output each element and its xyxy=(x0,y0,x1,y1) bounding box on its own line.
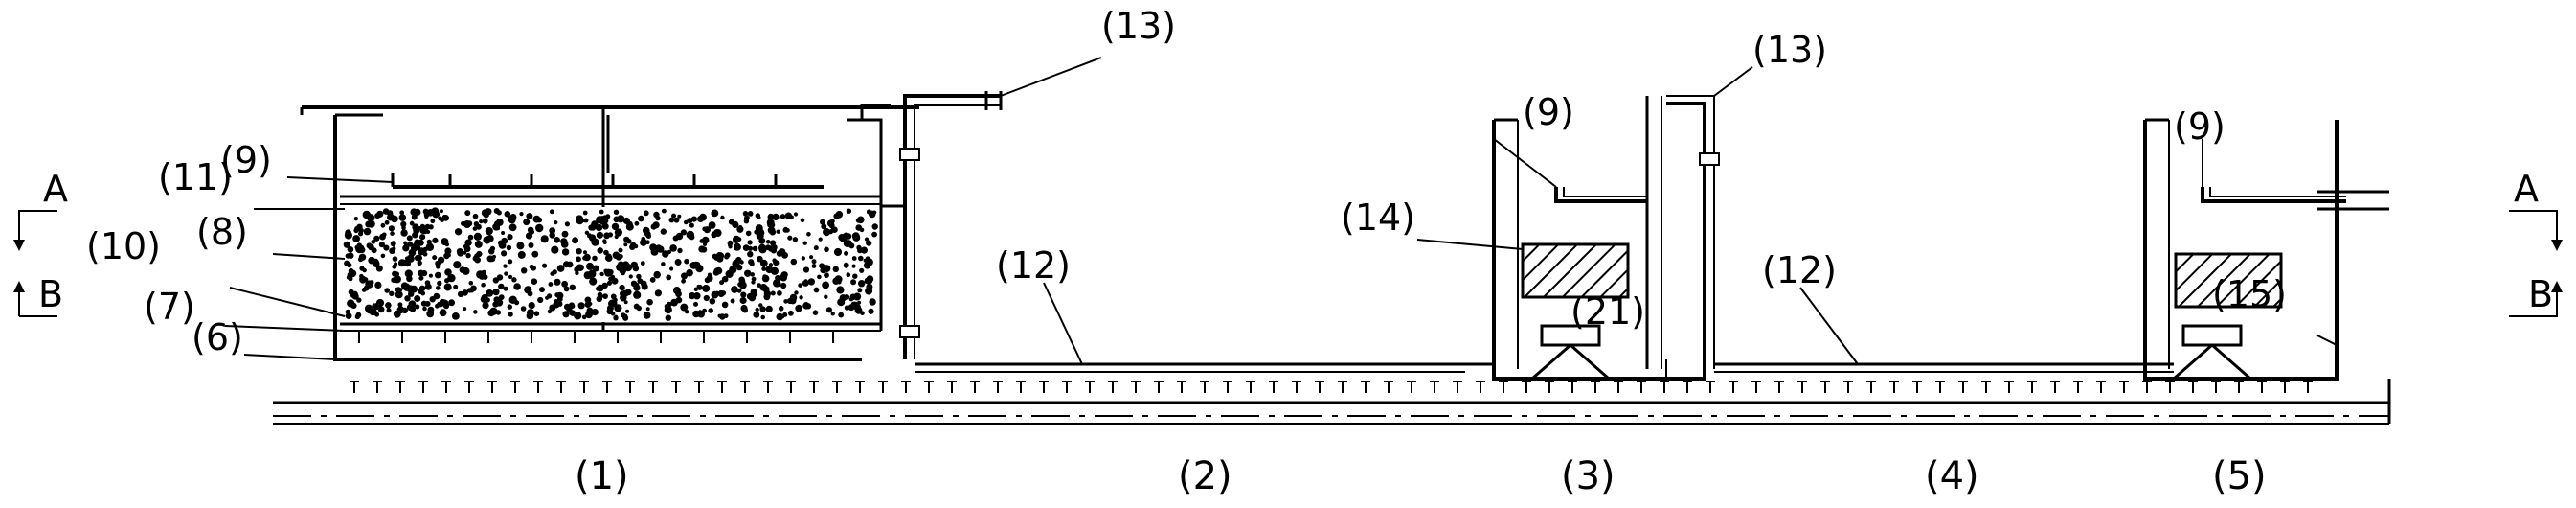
label-7: (7) xyxy=(144,286,195,328)
base-line xyxy=(273,379,2391,425)
section-marker-right xyxy=(2509,210,2558,317)
label-8: (8) xyxy=(196,211,248,253)
label-15: (15) xyxy=(2212,273,2287,315)
leader-lines xyxy=(224,57,2338,379)
arrow-up-right xyxy=(2551,281,2563,292)
arrow-up-left xyxy=(13,281,25,292)
section-label-1: (1) xyxy=(575,454,629,498)
label-6: (6) xyxy=(192,316,243,358)
module-hatched-block xyxy=(1521,242,1630,299)
label-13-right: (13) xyxy=(1752,29,1827,71)
filter-media-pellets xyxy=(343,207,878,321)
riser-pipe-left xyxy=(899,91,1003,359)
bottom-diffusers xyxy=(350,381,2313,393)
marker-b-left: B xyxy=(38,273,63,315)
transfer-pipe-right xyxy=(1714,362,2174,373)
label-12-right: (12) xyxy=(1762,249,1837,291)
label-9-left: (9) xyxy=(220,139,272,181)
outlet-tank xyxy=(2143,118,2389,381)
marker-a-right: A xyxy=(2514,168,2539,210)
label-12-left: (12) xyxy=(996,244,1071,287)
section-label-5: (5) xyxy=(2212,454,2267,498)
section-label-2: (2) xyxy=(1178,454,1232,498)
label-10: (10) xyxy=(86,225,161,267)
label-9-mid: (9) xyxy=(1523,91,1574,133)
section-label-3: (3) xyxy=(1561,454,1616,498)
label-21: (21) xyxy=(1570,290,1645,333)
section-label-4: (4) xyxy=(1925,454,1979,498)
marker-b-right: B xyxy=(2528,273,2553,315)
outlet-hatched-block xyxy=(2174,252,2283,309)
label-13-left: (13) xyxy=(1101,5,1176,47)
marker-a-left: A xyxy=(43,168,68,210)
module-tank xyxy=(1492,96,1706,381)
tank1-wall xyxy=(847,104,905,331)
arrow-down-left xyxy=(13,240,25,251)
label-14: (14) xyxy=(1341,196,1415,239)
filter-tank xyxy=(300,105,919,361)
riser-pipe-right xyxy=(1666,95,1720,369)
underdrain-nozzles xyxy=(358,331,834,343)
label-9-right: (9) xyxy=(2174,105,2226,148)
label-11: (11) xyxy=(158,156,233,198)
arrow-down-right xyxy=(2551,240,2563,251)
transfer-pipe-left xyxy=(915,362,1496,379)
